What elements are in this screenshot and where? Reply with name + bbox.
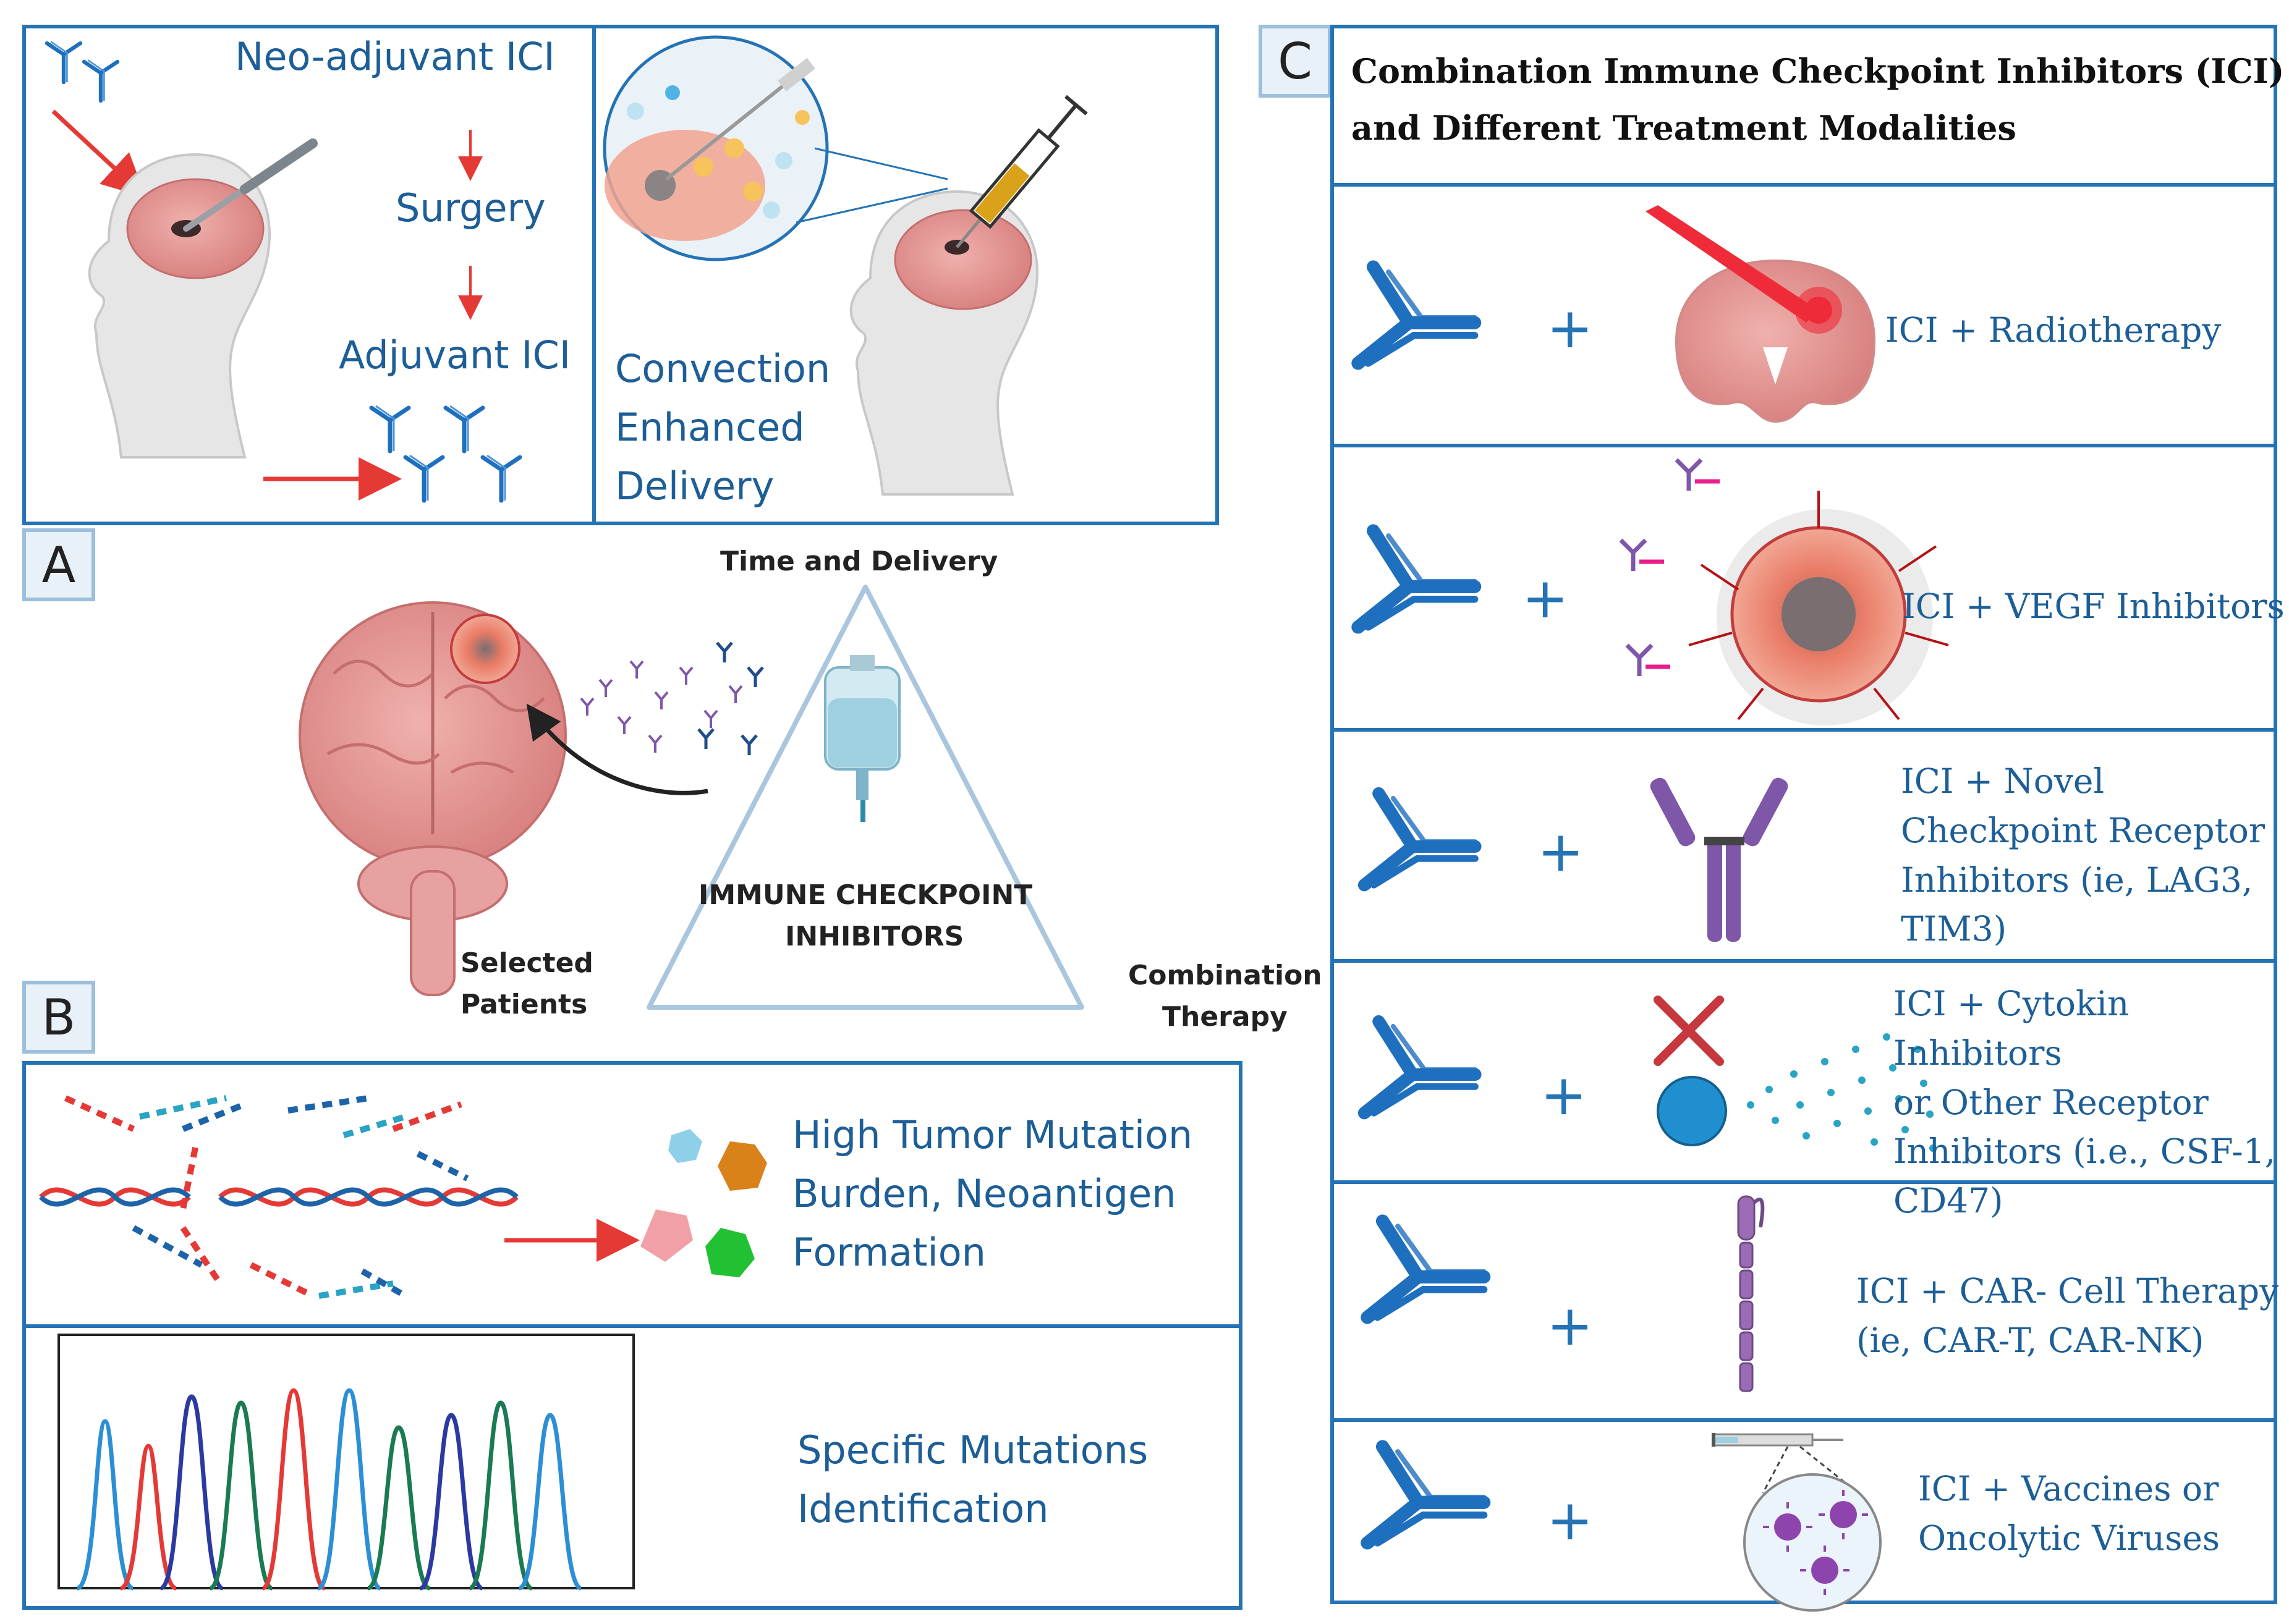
- plus-icon: +: [1522, 566, 1568, 631]
- tumor-vessels-icon: [1688, 491, 1949, 725]
- row4-line-1: ICI + Cytokin Inhibitors: [1893, 984, 2130, 1073]
- row4-label: ICI + Cytokin Inhibitors or Other Recept…: [1893, 979, 2289, 1226]
- brain-front-view: [299, 601, 567, 996]
- panel-b-top-illustration: [39, 1095, 767, 1299]
- antibody-icon: [1358, 267, 1475, 363]
- panel-letter-c: C: [1259, 25, 1331, 98]
- panel-letter-a: A: [22, 528, 95, 601]
- brain-tumor: [450, 614, 520, 684]
- convection-line-1: Convection: [615, 346, 831, 391]
- row4-graphic: +: [1330, 996, 1937, 1152]
- row-divider-5: [1330, 1418, 2277, 1422]
- panel-c-rows-box: [1330, 183, 2277, 1604]
- syringe-small-icon: [1712, 1433, 1843, 1447]
- row1-graphic: +: [1330, 205, 1876, 423]
- panel-letter-b: B: [22, 981, 95, 1054]
- row1-label: ICI + Radiotherapy: [1885, 310, 2222, 350]
- purple-antibody-icon: [1650, 777, 1788, 942]
- triangle-left-line-2: Patients: [461, 989, 588, 1020]
- neoantigen-blue: [668, 1129, 702, 1163]
- adjuvant-label: Adjuvant ICI: [339, 332, 571, 378]
- panel-a-left-illustration: [22, 25, 596, 525]
- row-divider-4: [1330, 1180, 2277, 1184]
- tmb-line-1: High Tumor Mutation: [792, 1112, 1193, 1157]
- triangle-center-line-2: INHIBITORS: [785, 921, 964, 952]
- plus-icon: +: [1547, 296, 1593, 361]
- row6-label: ICI + Vaccines or Oncolytic Viruses: [1918, 1465, 2220, 1563]
- row3-label: ICI + Novel Checkpoint Receptor Inhibito…: [1901, 757, 2265, 954]
- plus-icon: +: [1540, 1063, 1587, 1128]
- row-divider-3: [1330, 959, 2277, 963]
- row3-line-3: Inhibitors (ie, LAG3,: [1901, 860, 2253, 900]
- triangle-left-line-1: Selected: [461, 947, 593, 979]
- row6-line-1: ICI + Vaccines or: [1918, 1469, 2219, 1508]
- row3-graphic: +: [1330, 777, 1788, 942]
- triangle-center-line-1: IMMUNE CHECKPOINT: [699, 879, 1033, 911]
- car-receptor-icon: [1737, 1195, 1765, 1392]
- row2-label: ICI + VEGF Inhibitors: [1902, 586, 2285, 626]
- neoantigen-green: [705, 1228, 755, 1277]
- triangle-right-line-1: Combination: [1128, 960, 1322, 991]
- row5-graphic: +: [1330, 1195, 1765, 1392]
- vegf-antibody-icons: [1619, 458, 1720, 676]
- specific-line-1: Specific Mutations: [797, 1427, 1149, 1473]
- neoantigen-pink: [640, 1209, 693, 1262]
- row-divider-1: [1330, 444, 2277, 447]
- row3-line-2: Checkpoint Receptor: [1901, 810, 2266, 850]
- plus-icon: +: [1537, 819, 1584, 884]
- convection-line-2: Enhanced: [615, 405, 805, 450]
- row3-line-4: TIM3): [1901, 909, 2007, 949]
- tmb-line-3: Formation: [792, 1230, 986, 1275]
- antibody-icon: [1364, 793, 1475, 885]
- antibody-icon: [1358, 531, 1475, 627]
- panel-c-title-line-1: Combination Immune Checkpoint Inhibitors…: [1351, 51, 2285, 91]
- panel-c-title: Combination Immune Checkpoint Inhibitors…: [1351, 43, 2284, 157]
- virus-icons: [1774, 1501, 1857, 1584]
- plus-icon: +: [1547, 1293, 1593, 1358]
- cytokine-dots: [1747, 1033, 1937, 1152]
- row3-line-1: ICI + Novel: [1901, 761, 2105, 801]
- row5-line-2: (ie, CAR-T, CAR-NK): [1856, 1320, 2204, 1360]
- antibody-icon: [1364, 1021, 1475, 1113]
- triangle-right-line-2: Therapy: [1162, 1001, 1288, 1033]
- row4-line-4: CD47): [1893, 1181, 2003, 1220]
- sequencing-chromatogram: [57, 1334, 635, 1591]
- row4-line-2: or Other Receptor: [1893, 1082, 2209, 1122]
- panel-a-right-illustration: [603, 35, 1088, 496]
- antibody-icon: [1367, 1221, 1484, 1317]
- receptor-cell-icon: [1657, 1076, 1727, 1146]
- neo-adjuvant-label: Neo-adjuvant ICI: [235, 34, 555, 79]
- virus-circle-icon: [1743, 1473, 1882, 1612]
- antibody-icon: [1367, 1447, 1484, 1543]
- tmb-line-2: Burden, Neoantigen: [792, 1171, 1176, 1216]
- triangle-diagram: [299, 585, 1084, 1010]
- row2-graphic: +: [1330, 458, 1949, 725]
- cross-icon: [1654, 996, 1724, 1066]
- surgery-label: Surgery: [396, 185, 546, 230]
- plus-icon: +: [1547, 1488, 1593, 1553]
- neoantigen-orange: [718, 1141, 767, 1191]
- row6-graphic: +: [1330, 1433, 1882, 1612]
- triangle-top-label: Time and Delivery: [720, 546, 998, 577]
- row5-label: ICI + CAR- Cell Therapy (ie, CAR-T, CAR-…: [1856, 1267, 2278, 1366]
- row6-line-2: Oncolytic Viruses: [1918, 1518, 2220, 1558]
- specific-line-2: Identification: [797, 1486, 1049, 1531]
- iv-bag: [824, 655, 901, 822]
- panel-c-title-line-2: and Different Treatment Modalities: [1351, 108, 2016, 148]
- row5-line-1: ICI + CAR- Cell Therapy: [1856, 1271, 2279, 1311]
- convection-line-3: Delivery: [615, 463, 775, 509]
- radiation-beam: [1646, 205, 1819, 323]
- row4-line-3: Inhibitors (i.e., CSF-1,: [1893, 1131, 2276, 1172]
- row-divider-2: [1330, 728, 2277, 732]
